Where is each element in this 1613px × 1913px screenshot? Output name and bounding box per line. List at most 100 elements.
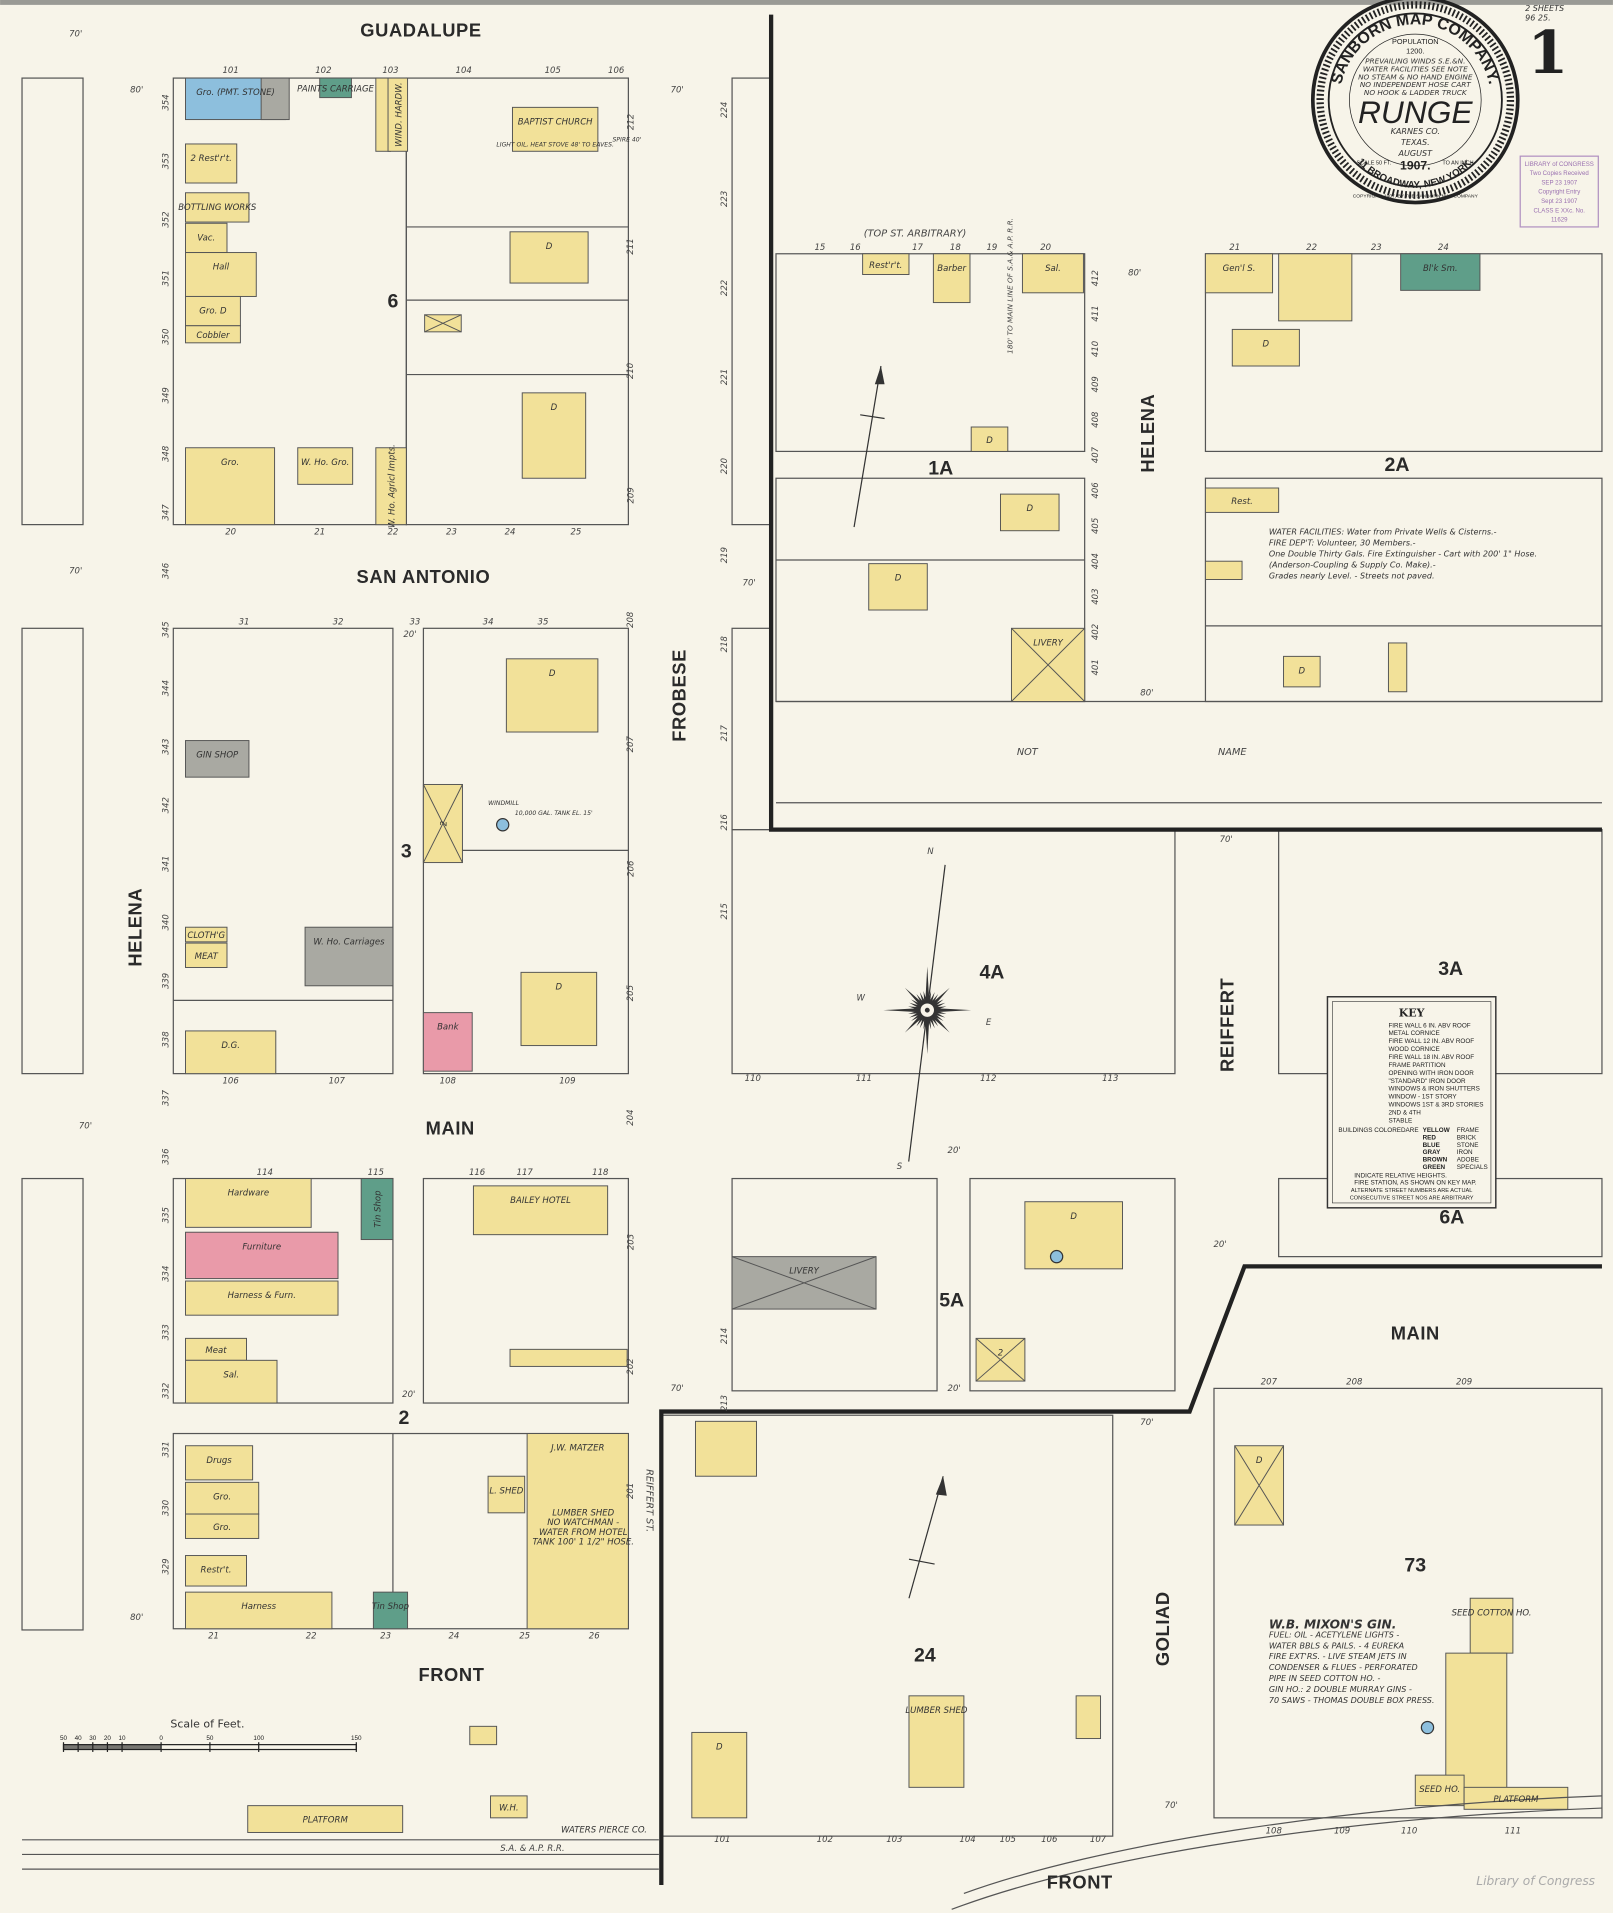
house-number: 102 xyxy=(315,66,331,76)
dimension-label: 70' xyxy=(79,1122,92,1132)
key-alt1: ALTERNATE STREET NUMBERS ARE ACTUAL xyxy=(1351,1188,1473,1194)
compass-n: N xyxy=(927,847,934,857)
street-label: (TOP ST. ARBITRARY) xyxy=(864,229,967,240)
city-block xyxy=(775,253,1086,453)
building-label: D xyxy=(1070,1212,1077,1222)
house-number: 24 xyxy=(1438,243,1449,253)
house-number: 410 xyxy=(1091,341,1101,357)
house-number: 209 xyxy=(1456,1378,1472,1388)
building-frame xyxy=(185,252,257,297)
scale-tick: 100 xyxy=(253,1735,264,1742)
street-label: MAIN xyxy=(1391,1323,1440,1344)
building-frame xyxy=(1283,655,1321,688)
house-number: 110 xyxy=(745,1074,761,1084)
building-label: Sal. xyxy=(223,1370,239,1380)
street-label: HELENA xyxy=(125,888,146,967)
building-frame xyxy=(247,1805,404,1833)
house-number: 409 xyxy=(1091,376,1101,392)
house-number: 25 xyxy=(519,1631,530,1641)
house-number: 104 xyxy=(959,1835,975,1845)
water-tank-icon xyxy=(496,818,510,832)
key-colored-label: BUILDINGS COLORED xyxy=(1338,1127,1406,1134)
key-meaning: FRAME xyxy=(1457,1127,1479,1134)
building-frame xyxy=(526,1433,629,1630)
building-label: 2 Rest'r't. xyxy=(190,154,231,164)
building-label: Bank xyxy=(437,1023,459,1033)
street-label: FRONT xyxy=(1047,1872,1113,1893)
house-number: 354 xyxy=(161,94,171,110)
house-number: 16 xyxy=(850,243,861,253)
building-special xyxy=(319,77,352,99)
dimension-label: 70' xyxy=(1165,1801,1178,1811)
building-frame xyxy=(185,1445,254,1481)
key-line: STABLE xyxy=(1388,1117,1412,1124)
house-number: 33 xyxy=(409,618,420,628)
key-meaning: SPECIALS xyxy=(1457,1164,1488,1171)
key-line: 2ND & 4TH xyxy=(1388,1109,1421,1116)
building-frame xyxy=(999,493,1060,532)
building-brick xyxy=(185,1231,339,1280)
dimension-label: 80' xyxy=(130,86,143,96)
key-line: FIRE WALL 18 IN. ABV ROOF xyxy=(1388,1054,1474,1061)
house-number: 207 xyxy=(626,736,636,753)
house-number: 329 xyxy=(161,1558,171,1574)
building-label: BOTTLING WORKS xyxy=(178,203,257,213)
building-label: Bl'k Sm. xyxy=(1423,264,1458,274)
block-number: 6 xyxy=(387,290,398,312)
house-number: 343 xyxy=(161,739,171,755)
sheet-boundary xyxy=(659,14,1602,1885)
house-number: 346 xyxy=(161,562,171,579)
house-number: 24 xyxy=(505,527,516,537)
house-number: 223 xyxy=(720,191,730,207)
building-label: LUMBER SHED xyxy=(905,1706,967,1716)
matzer-note: TANK 100' 1 1/2" HOSE. xyxy=(533,1538,634,1548)
building-special xyxy=(372,1591,409,1630)
building-label: Gro. xyxy=(221,458,239,468)
building-frame xyxy=(868,563,928,611)
building-label: D xyxy=(1299,666,1306,676)
house-number: 342 xyxy=(161,797,171,813)
windmill-label: WINDMILL xyxy=(488,800,520,807)
scale-tick: 50 xyxy=(60,1735,68,1742)
house-number: 22 xyxy=(1306,243,1317,253)
block-number: 24 xyxy=(914,1645,936,1667)
building-frame xyxy=(185,1359,278,1404)
building-label: Gro. xyxy=(213,1492,231,1502)
building-frame xyxy=(1387,642,1408,693)
building-label: WIND. HARDW. xyxy=(394,82,404,147)
building-label: D xyxy=(546,242,553,252)
house-number: 23 xyxy=(380,1631,391,1641)
building-label: 2 xyxy=(440,821,450,826)
house-number: 19 xyxy=(987,243,998,253)
house-number: 202 xyxy=(626,1358,636,1374)
key-line: "STANDARD" IRON DOOR xyxy=(1388,1078,1466,1085)
house-number: 110 xyxy=(1401,1827,1417,1837)
gin-note: WATER BBLS & PAILS. - 4 EUREKA xyxy=(1269,1641,1404,1650)
house-number: 407 xyxy=(1091,446,1101,463)
building-frame xyxy=(1204,560,1243,581)
water-tank-icon xyxy=(1049,1249,1064,1264)
building-label: D xyxy=(986,436,993,446)
block-number: 73 xyxy=(1404,1554,1426,1576)
matzer-note: NO WATCHMAN - xyxy=(547,1518,619,1528)
title-cartouche: SANBORN MAP COMPANY. 11 BROADWAY, NEW YO… xyxy=(1311,0,1520,205)
building-special xyxy=(360,1178,394,1241)
house-number: 106 xyxy=(1041,1835,1058,1845)
street-label: NOT xyxy=(1017,747,1039,758)
building-iron xyxy=(260,77,290,121)
house-number: 21 xyxy=(208,1631,219,1641)
dimension-label: 20' xyxy=(402,1390,415,1400)
dimension-label: 70' xyxy=(1220,835,1233,845)
street-label: HELENA xyxy=(1137,394,1158,473)
house-number: 118 xyxy=(592,1168,609,1178)
house-number: 204 xyxy=(626,1109,636,1125)
water-tank-icon xyxy=(1420,1720,1435,1735)
house-number: 106 xyxy=(222,1076,239,1086)
building-frame xyxy=(387,77,409,152)
street-label: NAME xyxy=(1218,747,1247,758)
building-iron xyxy=(304,926,394,987)
key-meaning: BRICK xyxy=(1457,1135,1477,1142)
house-number: 205 xyxy=(626,985,636,1001)
